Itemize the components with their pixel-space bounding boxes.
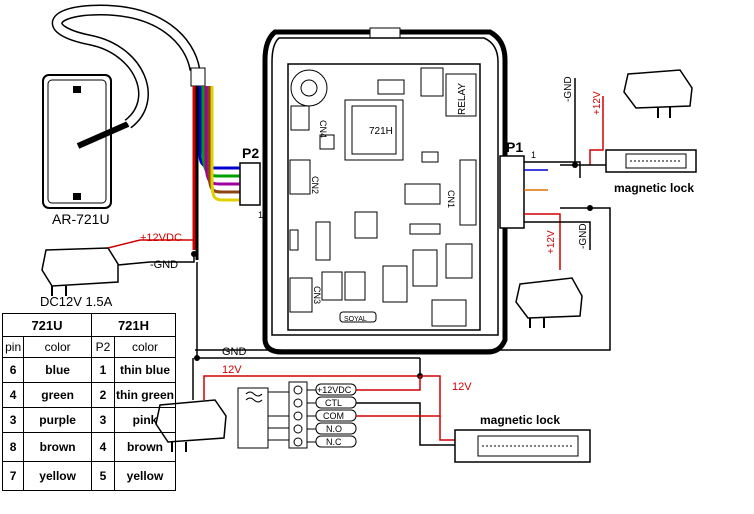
pin-cell: 7 <box>1 461 25 491</box>
p2-label: P2 <box>242 145 259 161</box>
pin-mapping-table: 721U 721H pin color P2 color 6 blue 1 th… <box>1 313 176 491</box>
reader-unit <box>42 4 206 209</box>
p1-pin1-label: 1 <box>531 150 536 160</box>
power-adapter-bottom <box>155 358 420 452</box>
pin-cell: 4 <box>1 382 25 408</box>
p2-cell: 4 <box>91 432 115 462</box>
cn2-label: CN2 <box>310 176 320 194</box>
cn3-label: CN3 <box>312 286 322 304</box>
p2-color-cell: yellow <box>114 461 176 491</box>
cn4-label: CN4 <box>318 120 328 138</box>
p1-label: P1 <box>506 139 523 155</box>
pin-cell: 3 <box>1 407 25 433</box>
p2-color-cell: thin blue <box>114 357 176 383</box>
p1-gnd-mid-label: -GND <box>578 223 589 249</box>
plus12vdc-top-label: +12VDC <box>140 232 182 244</box>
p2-color-cell: brown <box>114 432 176 462</box>
reader-model-label: AR-721U <box>52 211 110 227</box>
magnetic-lock-top <box>605 149 697 173</box>
subheader-pin: pin <box>1 336 25 358</box>
power-adapter-left <box>41 239 151 296</box>
table-header-721u: 721U <box>2 313 92 337</box>
terminal-label: COM <box>323 411 344 421</box>
right-12v-label: 12V <box>452 381 472 393</box>
table-row: 6 blue 1 thin blue <box>1 357 176 383</box>
p2-cell: 5 <box>91 461 115 491</box>
magnetic-lock-top-label: magnetic lock <box>614 181 694 195</box>
power-adapter-top-right <box>623 69 693 118</box>
chip-label: 721H <box>369 126 393 137</box>
table-row: 3 purple 3 pink <box>1 407 176 433</box>
p1-connector <box>499 155 525 229</box>
cn1-label: CN1 <box>446 190 456 208</box>
terminal-label: CTL <box>325 398 342 408</box>
color-cell: yellow <box>23 461 92 491</box>
magnetic-lock-bottom-label: magnetic lock <box>480 413 560 427</box>
table-row: 4 green 2 thin green <box>1 382 176 408</box>
p2-cell: 1 <box>91 357 115 383</box>
color-cell: blue <box>23 357 92 383</box>
magnetic-lock-bottom <box>454 429 591 463</box>
psu-rating-label: DC12V 1.5A <box>40 294 113 309</box>
gnd-main-label: GND <box>222 346 247 358</box>
terminal-label: N.O <box>326 424 342 434</box>
relay-terminal-block <box>237 381 357 449</box>
relay-label: RELAY <box>457 83 468 115</box>
pin-cell: 6 <box>1 357 25 383</box>
p1-12v-top-label: +12V <box>592 91 603 115</box>
pin-cell: 8 <box>1 432 25 462</box>
subheader-color: color <box>23 336 92 358</box>
color-cell: purple <box>23 407 92 433</box>
p1-12v-mid-label: +12V <box>546 230 557 254</box>
p2-cell: 2 <box>91 382 115 408</box>
pcb-components <box>289 67 477 327</box>
table-row: 8 brown 4 brown <box>1 432 176 462</box>
terminal-label: N.C <box>326 437 342 447</box>
subheader-color-721h: color <box>114 336 176 358</box>
p2-color-cell: pink <box>114 407 176 433</box>
relay-output-wires <box>356 358 455 446</box>
terminal-label: +12VDC <box>317 385 352 395</box>
color-cell: brown <box>23 432 92 462</box>
bottom-12v-label: 12V <box>222 364 242 376</box>
logo-label: SOYAL <box>344 316 367 323</box>
table-row: 7 yellow 5 yellow <box>1 461 176 491</box>
p2-pin1-label: 1 <box>258 210 263 220</box>
reader-wires <box>192 86 240 260</box>
subheader-p2: P2 <box>91 336 115 358</box>
p1-gnd-top-label: -GND <box>563 76 574 102</box>
p2-connector <box>239 162 261 206</box>
color-cell: green <box>23 382 92 408</box>
p2-color-cell: thin green <box>114 382 176 408</box>
table-header-721h: 721H <box>91 313 176 337</box>
gnd-top-label: -GND <box>150 259 178 271</box>
p1-wires <box>195 78 611 351</box>
power-adapter-mid-right <box>515 277 583 328</box>
p2-cell: 3 <box>91 407 115 433</box>
